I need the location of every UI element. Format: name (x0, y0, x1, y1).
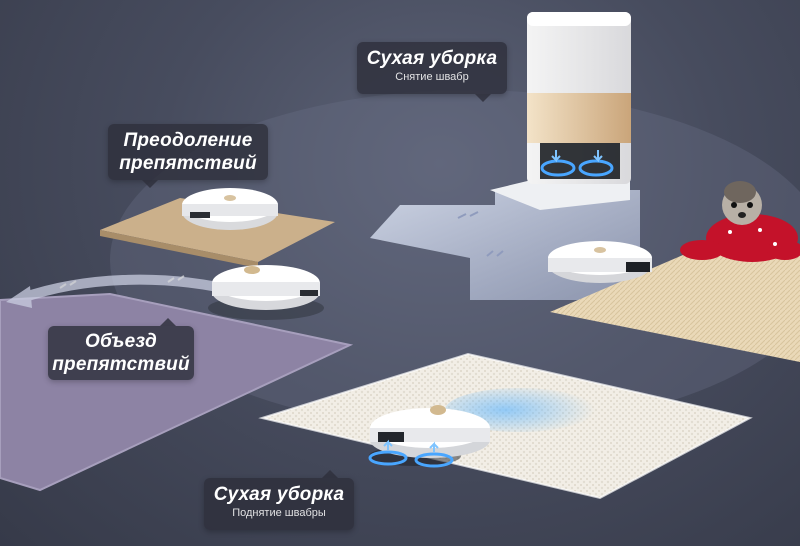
label-subtitle: Поднятие швабры (232, 507, 326, 519)
detour-path-arrow (6, 274, 245, 308)
bubble-tail (322, 470, 338, 478)
dock-station-icon (490, 12, 631, 210)
label-dry-clean-bottom: Сухая уборка Поднятие швабры (204, 470, 354, 530)
mop-pad-icon (368, 439, 454, 468)
robot-vacuum-icon (208, 265, 324, 320)
bubble-tail (142, 180, 158, 188)
bubble-tail (160, 318, 176, 326)
bubble-tail (475, 94, 491, 102)
robot-vacuum-icon (548, 241, 652, 283)
label-obstacle-avoid: Объезд препятствий (48, 318, 194, 380)
label-title: Сухая уборка (366, 48, 498, 69)
dog-icon (680, 181, 800, 262)
robot-vacuum-icon (182, 188, 278, 230)
label-dry-clean-top: Сухая уборка Снятие швабр (357, 42, 507, 102)
label-title: Сухая уборка (213, 484, 345, 505)
beige-rug (550, 248, 800, 362)
label-obstacle-climb: Преодоление препятствий (108, 124, 268, 188)
label-line2: препятствий (119, 153, 257, 174)
label-subtitle: Снятие швабр (395, 71, 469, 83)
label-line1: Преодоление (123, 130, 253, 151)
label-line1: Объезд (85, 331, 157, 352)
label-line2: препятствий (52, 354, 190, 375)
